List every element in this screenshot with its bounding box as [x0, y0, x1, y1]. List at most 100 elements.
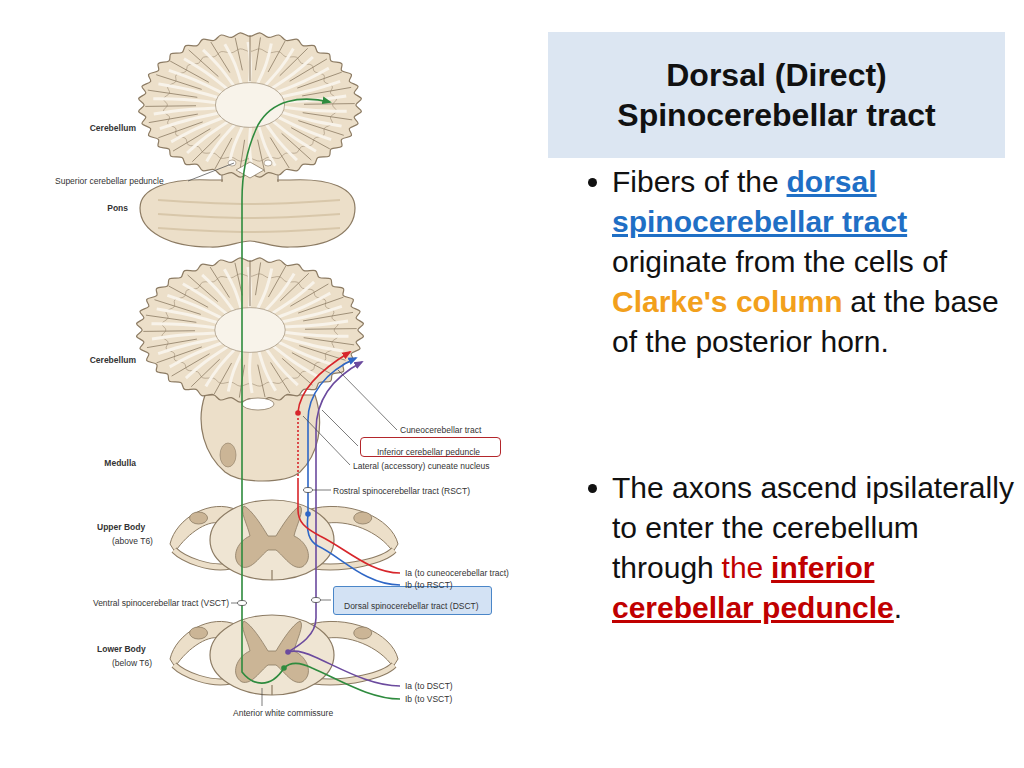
clarke-column-cell	[285, 649, 291, 655]
fissure	[298, 121, 343, 136]
medulla	[201, 395, 320, 481]
fissure	[302, 87, 351, 96]
part-label: Ventral spinocerebellar tract (VSCT)	[93, 598, 229, 608]
cerebellum-middle	[137, 258, 364, 402]
median-fissure	[271, 570, 272, 580]
fissure	[157, 347, 202, 363]
white-matter-branch	[257, 269, 271, 310]
fibre-label: Ia (to cuneocerebellar tract)	[405, 568, 509, 578]
fissure	[149, 114, 198, 123]
white-matter-branch	[224, 269, 241, 310]
vermis-line	[250, 260, 251, 306]
tract-marker	[238, 601, 247, 606]
bullet-phrase: the	[722, 551, 764, 584]
fissure	[189, 50, 219, 77]
dorsal-root-ganglion	[190, 627, 208, 639]
section-label: Cerebellum	[90, 123, 136, 133]
fissure	[147, 339, 197, 348]
white-matter-branch	[271, 282, 314, 314]
vermis-line	[250, 35, 251, 81]
section-label: Pons	[107, 203, 128, 213]
white-matter-branch	[183, 284, 228, 315]
white-matter-branch	[228, 350, 242, 391]
white-matter-branch	[258, 125, 275, 166]
callout-text: Dorsal spinocerebellar tract (DSCT)	[344, 601, 479, 611]
bullet-phrase: Fibers of the	[612, 165, 779, 198]
olive	[220, 443, 236, 467]
white-matter-branch	[186, 346, 229, 378]
fissure	[143, 330, 195, 332]
part-label: Lateral (accessory) cuneate nucleus	[353, 461, 490, 471]
white-matter-branch	[265, 274, 294, 312]
bullet-item: The axons ascend ipsilaterally to enter …	[585, 468, 1017, 628]
tract-marker	[312, 598, 321, 603]
superior-peduncle	[264, 160, 272, 166]
cuneate-nucleus-cell	[295, 410, 301, 416]
leader-line	[231, 603, 237, 604]
pontine-fibres	[158, 200, 340, 204]
white-matter-branch	[206, 349, 235, 387]
fourth-ventricle	[236, 162, 264, 178]
section-label: Upper Body	[97, 522, 145, 532]
dorsal-root-ganglion	[354, 512, 372, 524]
white-matter-branch	[283, 332, 349, 336]
white-matter-branch	[264, 49, 293, 87]
white-matter-branch	[154, 108, 218, 114]
white-matter-branch	[283, 321, 348, 327]
fissure	[235, 263, 242, 296]
border-cell	[281, 665, 287, 671]
bullet-phrase: .	[894, 591, 902, 624]
peduncle-callout-box: Inferior cerebellar peduncle	[360, 437, 501, 457]
dsct-afferent	[288, 651, 400, 686]
cuneocerebellar-tract	[298, 352, 350, 412]
fissure	[145, 105, 196, 107]
bullet-phrase: originate from the cells of	[612, 245, 947, 278]
fissure	[297, 72, 341, 88]
bullet-dot	[588, 178, 597, 187]
rostral-spinocerebellar-tract	[307, 358, 400, 585]
fissure	[155, 300, 201, 315]
pontine-fibres	[158, 214, 340, 218]
leader-line	[322, 410, 358, 446]
fissure	[156, 75, 201, 90]
tract-marker	[304, 488, 313, 493]
fissure	[298, 297, 343, 313]
spinal-cord-lower	[170, 615, 398, 695]
section-label: Cerebellum	[90, 355, 136, 365]
white-matter-branch	[272, 345, 317, 376]
spinal-cord	[210, 615, 334, 695]
fissure	[305, 328, 357, 330]
slide-title: Dorsal (Direct) Spinocerebellar tract	[562, 55, 991, 135]
fissure	[255, 262, 260, 295]
dorsal-root-ganglion	[190, 512, 208, 524]
fibre-label: Ib (to VSCT)	[405, 694, 452, 704]
white-matter-branch	[225, 44, 242, 85]
fissure	[299, 346, 345, 361]
rsct-cell	[305, 511, 311, 517]
leader-line	[303, 416, 350, 465]
white-matter-branch	[153, 99, 217, 103]
fissure	[304, 103, 355, 105]
white-core	[215, 83, 284, 128]
white-matter-branch	[187, 121, 229, 153]
fissure	[158, 122, 202, 138]
bullet-text: The axons ascend ipsilaterally to enter …	[612, 468, 1017, 628]
white-matter-branch	[151, 324, 217, 328]
leader-line	[338, 370, 397, 430]
leader-line	[321, 600, 331, 601]
section-label: Medulla	[104, 458, 136, 468]
leader-line	[188, 163, 234, 181]
cuneate-afferent-dotted	[297, 416, 299, 480]
section-sublabel: (above T6)	[112, 536, 153, 546]
section-label: Lower Body	[97, 644, 146, 654]
fourth-ventricle	[242, 398, 274, 410]
part-label: Rostral spinocerebellar tract (RSCT)	[333, 486, 470, 496]
gray-matter	[236, 506, 309, 567]
fissure	[255, 37, 260, 70]
fibre-label: Ib (to RSCT)	[405, 580, 453, 590]
pontine-fibres	[158, 228, 340, 232]
white-matter-branch	[282, 107, 346, 111]
bullet-phrase: Clarke's column	[612, 285, 843, 318]
